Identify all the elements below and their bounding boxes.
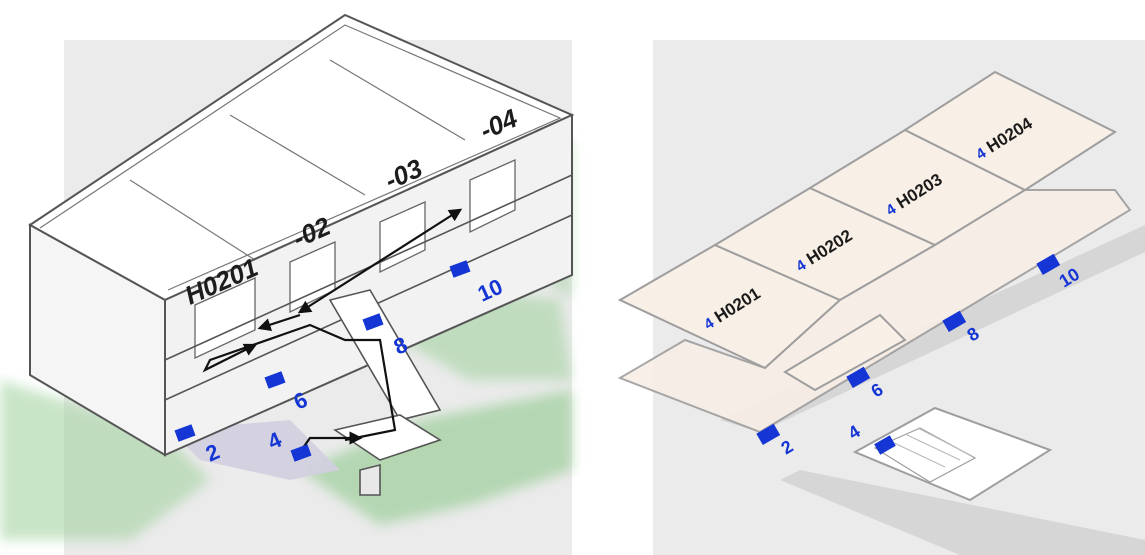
sketch-entrance-marker-4 (290, 444, 312, 462)
sketch-entrance-marker-2 (174, 424, 196, 442)
staircase (328, 289, 442, 496)
plan-entrance-marker-8 (942, 310, 967, 333)
plan-entrance-marker-2 (756, 423, 781, 446)
plan-entrance-marker-6 (846, 366, 871, 389)
sketch-entrance-marker-10 (449, 260, 471, 278)
plan-entrance-marker-4 (874, 435, 896, 455)
sketch-entrance-marker-6 (264, 371, 286, 389)
plan-ground-strip (780, 470, 1145, 555)
plan-entrance-marker-10 (1036, 253, 1061, 276)
plan-stair-block (852, 406, 1053, 502)
plan-upper-floor (617, 70, 1118, 370)
route-arrow-upper (297, 208, 463, 314)
plan-panel: 4 H0201 4 H0202 4 H0203 4 H0204 2 4 6 8 … (617, 40, 1145, 555)
route-arrow-left (257, 313, 301, 332)
sketch-entrance-marker-8 (362, 313, 384, 331)
plan-unit-h0204 (902, 70, 1118, 192)
plan-lower-floor (617, 189, 1132, 434)
route-arrow-lower (202, 323, 397, 442)
sketch-panel: H0201 -02 -03 -04 2 4 6 8 10 (0, 13, 575, 555)
